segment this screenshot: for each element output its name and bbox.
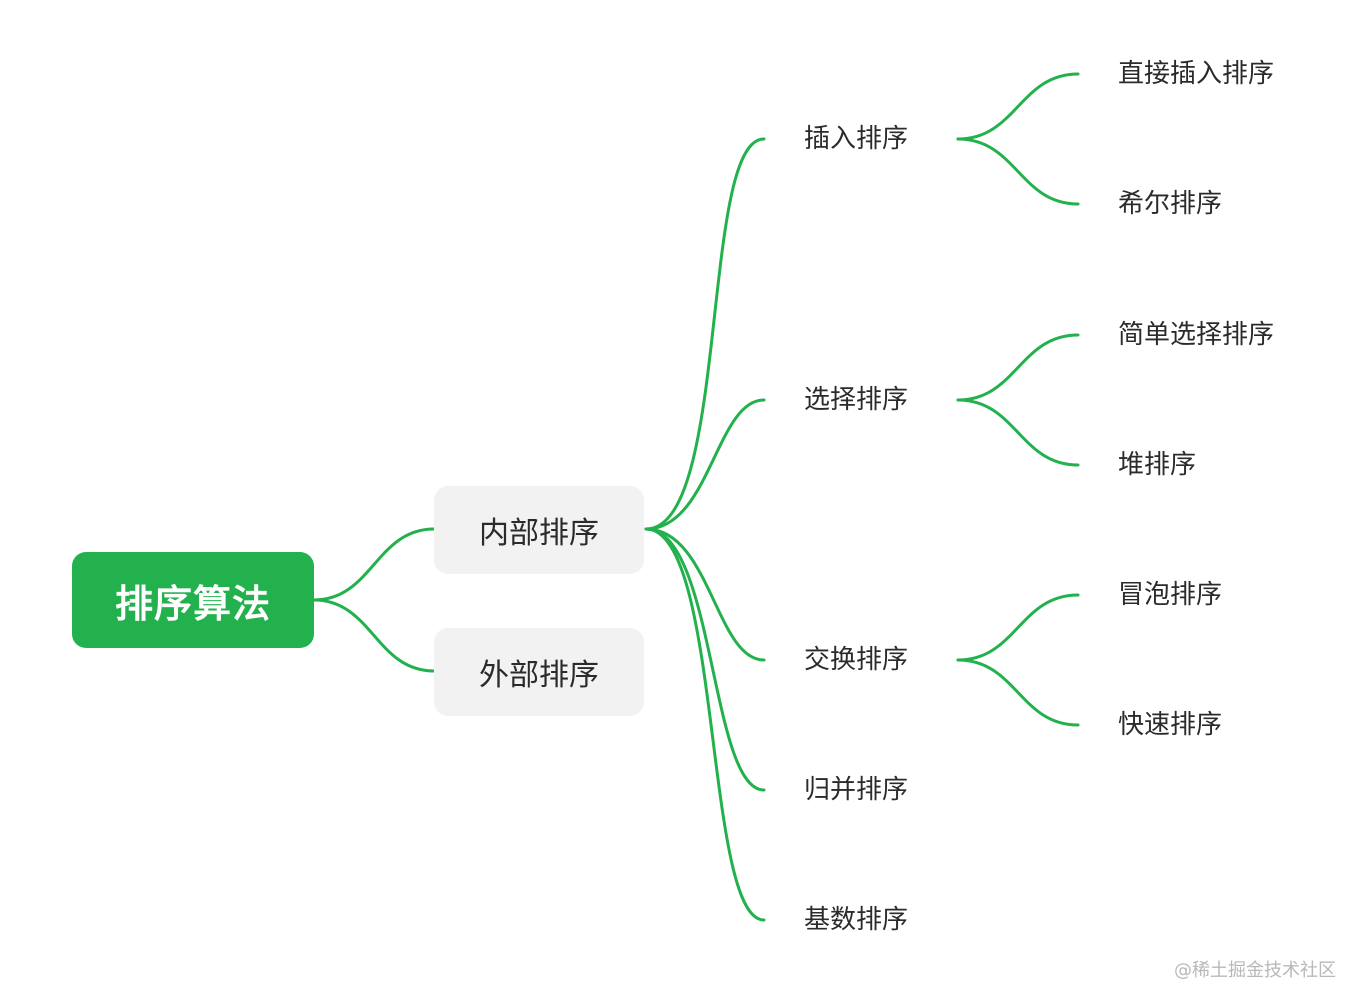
node-simple-selection-sort[interactable]: 简单选择排序 [1118, 320, 1275, 350]
watermark: @稀土掘金技术社区 [1174, 960, 1336, 981]
connector-root-external [312, 598, 436, 673]
connector-selection-heap [956, 398, 1080, 467]
node-shell-sort[interactable]: 希尔排序 [1118, 189, 1223, 219]
connector-insertion-direct [956, 72, 1080, 141]
connector-internal-insertion [644, 137, 766, 531]
node-insertion-sort[interactable]: 插入排序 [804, 124, 909, 154]
branch-node-internal-sort-label: 内部排序 [479, 516, 599, 551]
node-radix-sort[interactable]: 基数排序 [804, 905, 909, 935]
root-node[interactable]: 排序算法 [72, 552, 314, 648]
connector-exchange-bubble [956, 593, 1080, 662]
node-quick-sort[interactable]: 快速排序 [1118, 710, 1223, 740]
node-exchange-sort[interactable]: 交换排序 [804, 645, 909, 675]
branch-node-external-sort-label: 外部排序 [479, 658, 599, 693]
node-direct-insertion-sort[interactable]: 直接插入排序 [1118, 59, 1275, 89]
connector-insertion-shell [956, 137, 1080, 206]
connector-internal-selection [644, 398, 766, 531]
connector-exchange-quick [956, 658, 1080, 727]
node-selection-sort[interactable]: 选择排序 [804, 385, 909, 415]
node-merge-sort[interactable]: 归并排序 [804, 775, 909, 805]
node-heap-sort[interactable]: 堆排序 [1118, 450, 1197, 480]
connector-internal-radix [644, 527, 766, 922]
branch-node-internal-sort[interactable]: 内部排序 [434, 486, 644, 574]
root-node-label: 排序算法 [114, 581, 271, 626]
connector-root-internal [312, 527, 436, 602]
connector-selection-simple [956, 333, 1080, 402]
connector-internal-exchange [644, 527, 766, 662]
connector-internal-merge [644, 527, 766, 792]
branch-node-external-sort[interactable]: 外部排序 [434, 628, 644, 716]
node-bubble-sort[interactable]: 冒泡排序 [1118, 580, 1223, 610]
